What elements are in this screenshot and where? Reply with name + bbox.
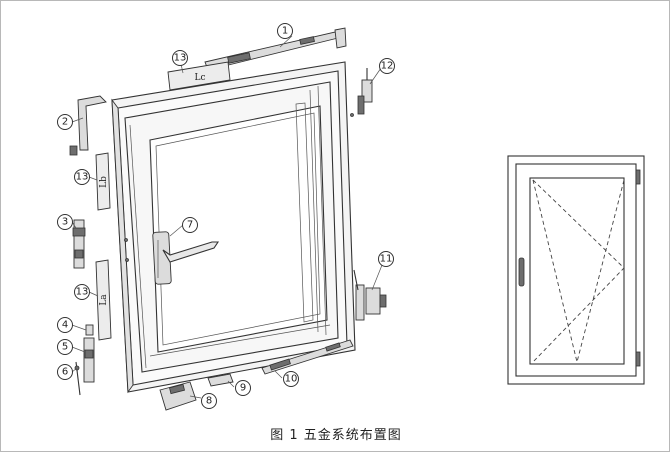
svg-text:5: 5 (62, 342, 68, 353)
svg-text:12: 12 (381, 61, 394, 72)
svg-text:13: 13 (174, 53, 187, 64)
hinge-parts (350, 68, 387, 321)
window-elevation-view (507, 155, 645, 385)
svg-text:6: 6 (62, 367, 68, 378)
window-frame-exploded (111, 61, 356, 394)
callout-8: 8 (201, 393, 217, 409)
top-strip-lc: Lc (167, 61, 231, 91)
svg-text:4: 4 (62, 320, 68, 331)
callout-13-mid: 13 (74, 169, 90, 185)
callout-4: 4 (57, 317, 73, 333)
leader-lines (71, 35, 383, 399)
callout-9: 9 (235, 380, 251, 396)
svg-text:9: 9 (240, 383, 246, 394)
callout-3: 3 (57, 214, 73, 230)
callout-5: 5 (57, 339, 73, 355)
svg-text:8: 8 (206, 396, 212, 407)
callout-10: 10 (283, 371, 299, 387)
figure-caption: 图 1 五金系统布置图 (270, 428, 402, 443)
left-hardware-column: Lb La (69, 95, 129, 396)
dim-label-la: La (99, 294, 109, 306)
top-transmission-bar (204, 27, 347, 71)
svg-text:13: 13 (76, 287, 89, 298)
callout-1: 1 (277, 23, 293, 39)
callout-13-low: 13 (74, 284, 90, 300)
svg-text:2: 2 (62, 117, 68, 128)
dim-label-lc: Lc (194, 73, 205, 83)
callout-13-top: 13 (172, 50, 188, 66)
callout-6: 6 (57, 364, 73, 380)
svg-text:13: 13 (76, 172, 89, 183)
elevation-handle (518, 257, 525, 287)
callouts: 1 2 3 4 5 6 7 8 9 10 11 12 13 13 13 (57, 23, 395, 409)
svg-text:10: 10 (285, 374, 298, 385)
callout-7: 7 (182, 217, 198, 233)
bottom-hardware (159, 339, 354, 411)
callout-2: 2 (57, 114, 73, 130)
callout-11: 11 (378, 251, 394, 267)
svg-text:11: 11 (380, 254, 393, 265)
svg-text:3: 3 (62, 217, 68, 228)
dim-label-lb: Lb (99, 176, 109, 188)
svg-text:1: 1 (282, 26, 288, 37)
callout-12: 12 (379, 58, 395, 74)
handle-part (152, 231, 220, 285)
svg-text:7: 7 (187, 220, 193, 231)
